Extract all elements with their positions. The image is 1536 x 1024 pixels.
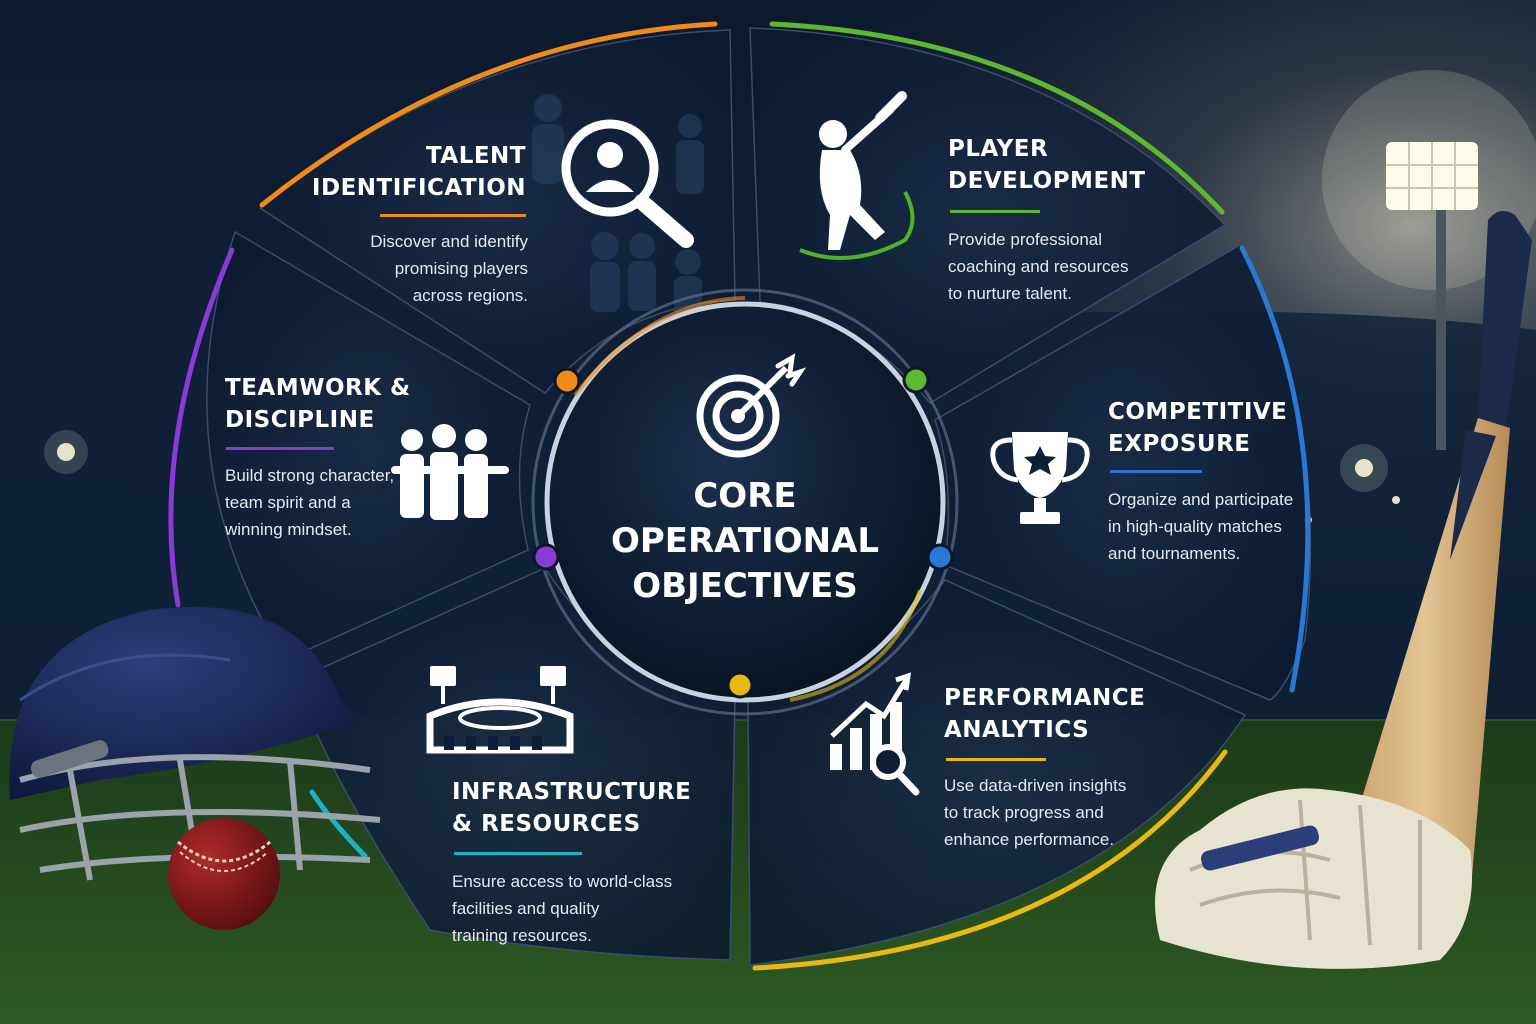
magnifier-person-icon bbox=[561, 119, 694, 248]
center-hub bbox=[531, 288, 959, 716]
infrastructure-title: INFRASTRUCTURE & RESOURCES bbox=[452, 779, 692, 837]
competitive-description: Organize and participate in high-quality… bbox=[1108, 490, 1294, 563]
talent-rule bbox=[380, 214, 526, 217]
performance-rule bbox=[946, 758, 1046, 761]
chart-magnifier-icon bbox=[830, 672, 920, 796]
performance-description: Use data-driven insights to track progre… bbox=[944, 776, 1127, 849]
connector-dots bbox=[532, 366, 954, 699]
cricket-ball-icon bbox=[168, 818, 280, 930]
talent-description: Discover and identify promising players … bbox=[370, 232, 528, 305]
team-group-icon bbox=[391, 424, 509, 520]
center-title: CORE OPERATIONAL OBJECTIVES bbox=[610, 476, 880, 606]
target-arrow-icon bbox=[696, 353, 807, 458]
teamwork-rule bbox=[226, 447, 334, 450]
talent-title: TALENT IDENTIFICATION bbox=[311, 143, 526, 201]
teamwork-description: Build strong character, team spirit and … bbox=[225, 466, 395, 539]
stadium-icon bbox=[426, 666, 574, 754]
player-rule bbox=[950, 210, 1040, 213]
batting-gloves-icon bbox=[1155, 788, 1472, 969]
cricket-bat-icon bbox=[1340, 211, 1532, 900]
teamwork-title: TEAMWORK & DISCIPLINE bbox=[225, 375, 411, 433]
player-description: Provide professional coaching and resour… bbox=[948, 230, 1129, 303]
performance-title: PERFORMANCE ANALYTICS bbox=[944, 685, 1146, 743]
segment-panels bbox=[206, 27, 1312, 966]
infrastructure-description: Ensure access to world-class facilities … bbox=[452, 872, 673, 945]
competitive-title: COMPETITIVE EXPOSURE bbox=[1108, 399, 1288, 457]
player-title: PLAYER DEVELOPMENT bbox=[948, 136, 1146, 194]
infrastructure-rule bbox=[454, 852, 582, 855]
batsman-icon bbox=[799, 91, 915, 260]
floodlight-icon bbox=[1322, 70, 1536, 450]
segment-rims bbox=[168, 21, 1311, 971]
trophy-icon bbox=[990, 432, 1090, 524]
competitive-rule bbox=[1110, 470, 1202, 473]
